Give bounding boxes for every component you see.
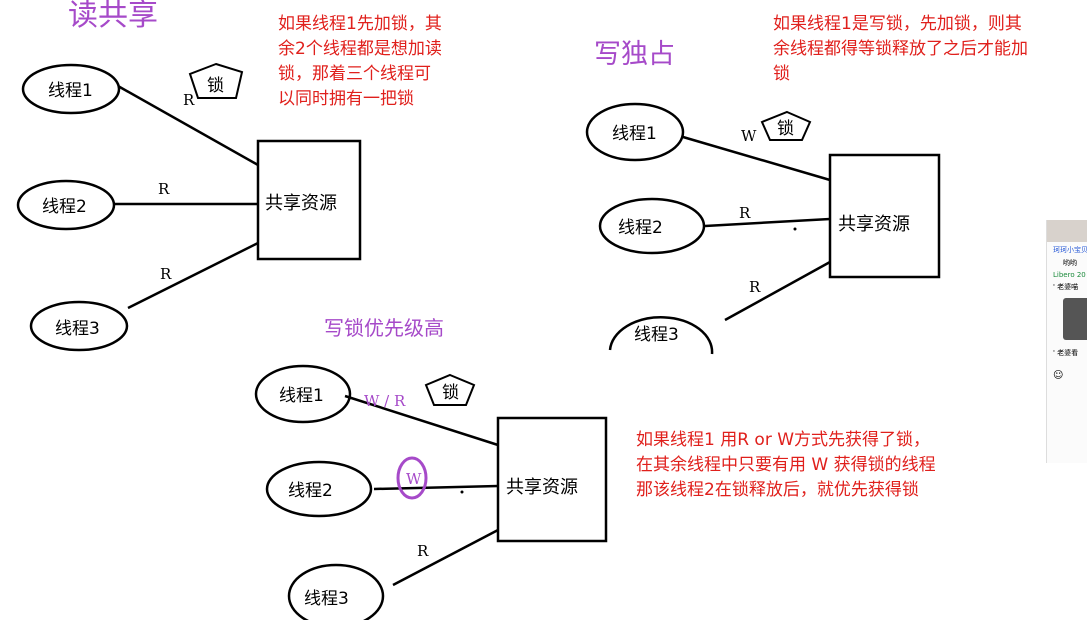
note-line: 余线程都得等锁释放了之后才能加 <box>773 39 1028 59</box>
emoji-icon[interactable]: ☺ <box>1053 370 1064 381</box>
lock-pentagon <box>760 110 812 141</box>
thread-node <box>29 300 129 352</box>
shared-resource-box <box>828 153 941 279</box>
thread-node <box>608 316 714 355</box>
note-read-share: 如果线程1先加锁，其 余2个线程都是想加读 锁，那着三个线程可 以同时拥有一把锁 <box>278 12 442 112</box>
dot-marker <box>460 490 464 494</box>
thread-label: 线程1 <box>48 81 93 101</box>
side-panel-header <box>1047 220 1087 242</box>
resource-label: 共享资源 <box>506 477 578 498</box>
side-panel-text: ' 老婆喵 <box>1053 283 1079 291</box>
edge-label: W <box>741 127 757 145</box>
thread-label: 线程1 <box>279 386 324 406</box>
note-write-exclusive: 如果线程1是写锁，先加锁，则其 余线程都得等锁释放了之后才能加 锁 <box>773 12 1028 87</box>
shared-resource-box <box>256 139 362 261</box>
thread-label: 线程1 <box>612 124 657 144</box>
side-panel-partial: 珂珂小宝贝 哟哟 Libero 20 ' 老婆喵 ' 老婆看 ☺ <box>1046 220 1087 463</box>
edge-thread1-resource <box>344 394 499 447</box>
lock-label: 锁 <box>442 383 459 403</box>
side-panel-text: 珂珂小宝贝 <box>1053 246 1087 254</box>
thread-node <box>265 460 373 518</box>
edge-thread3-resource <box>127 241 259 310</box>
thread-node <box>254 364 352 424</box>
shared-resource-box <box>496 416 608 543</box>
edge-label: R <box>739 204 751 222</box>
lock-pentagon <box>424 373 476 406</box>
edge-thread1-resource <box>117 84 259 167</box>
edge-label: W / R <box>364 392 406 410</box>
resource-label: 共享资源 <box>265 193 337 214</box>
side-panel-text: Libero 20 <box>1053 271 1086 279</box>
highlight-circle <box>396 456 428 500</box>
note-line: 如果线程1先加锁，其 <box>278 14 442 34</box>
edge-label: R <box>158 180 170 198</box>
note-line: 那该线程2在锁释放后，就优先获得锁 <box>636 480 919 500</box>
side-panel-text: 哟哟 <box>1063 259 1077 267</box>
side-panel-text: ' 老婆看 <box>1053 349 1079 357</box>
dot-marker <box>793 227 797 231</box>
side-panel-image <box>1063 298 1087 340</box>
edge-label: R <box>749 278 761 296</box>
lock-label: 锁 <box>777 119 794 139</box>
title-write-priority: 写锁优先级高 <box>324 316 444 340</box>
edge-label: R <box>160 265 172 283</box>
thread-node <box>287 563 385 620</box>
edge-thread2-resource <box>704 217 831 228</box>
note-line: 锁，那着三个线程可 <box>278 64 431 84</box>
lock-pentagon <box>188 62 244 99</box>
resource-label: 共享资源 <box>838 214 910 235</box>
note-line: 在其余线程中只要有用 W 获得锁的线程 <box>636 455 936 475</box>
lock-label: 锁 <box>207 76 224 96</box>
thread-label: 线程3 <box>55 319 100 339</box>
edge-label: R <box>417 542 429 560</box>
edge-label: W <box>406 470 422 488</box>
note-line: 以同时拥有一把锁 <box>278 89 414 109</box>
thread-node <box>16 179 116 231</box>
note-line: 锁 <box>773 64 790 84</box>
note-line: 如果线程1 用R or W方式先获得了锁， <box>636 430 931 450</box>
thread-node <box>21 63 121 115</box>
thread-label: 线程2 <box>618 218 663 238</box>
title-write-exclusive: 写独占 <box>594 39 675 70</box>
edge-thread3-resource <box>392 528 499 587</box>
edge-thread1-resource <box>682 135 831 182</box>
note-line: 如果线程1是写锁，先加锁，则其 <box>773 14 1022 34</box>
edge-thread2-resource <box>373 484 499 491</box>
note-line: 余2个线程都是想加读 <box>278 39 442 59</box>
thread-node <box>598 197 706 255</box>
edge-thread3-resource <box>724 260 831 322</box>
thread-label: 线程3 <box>634 325 679 345</box>
thread-label: 线程2 <box>42 197 87 217</box>
edge-label: R <box>183 91 195 109</box>
thread-label: 线程2 <box>288 481 333 501</box>
title-read-share: 读共享 <box>68 0 158 33</box>
thread-node <box>585 102 685 162</box>
note-write-priority: 如果线程1 用R or W方式先获得了锁， 在其余线程中只要有用 W 获得锁的线… <box>636 428 936 503</box>
thread-label: 线程3 <box>304 589 349 609</box>
